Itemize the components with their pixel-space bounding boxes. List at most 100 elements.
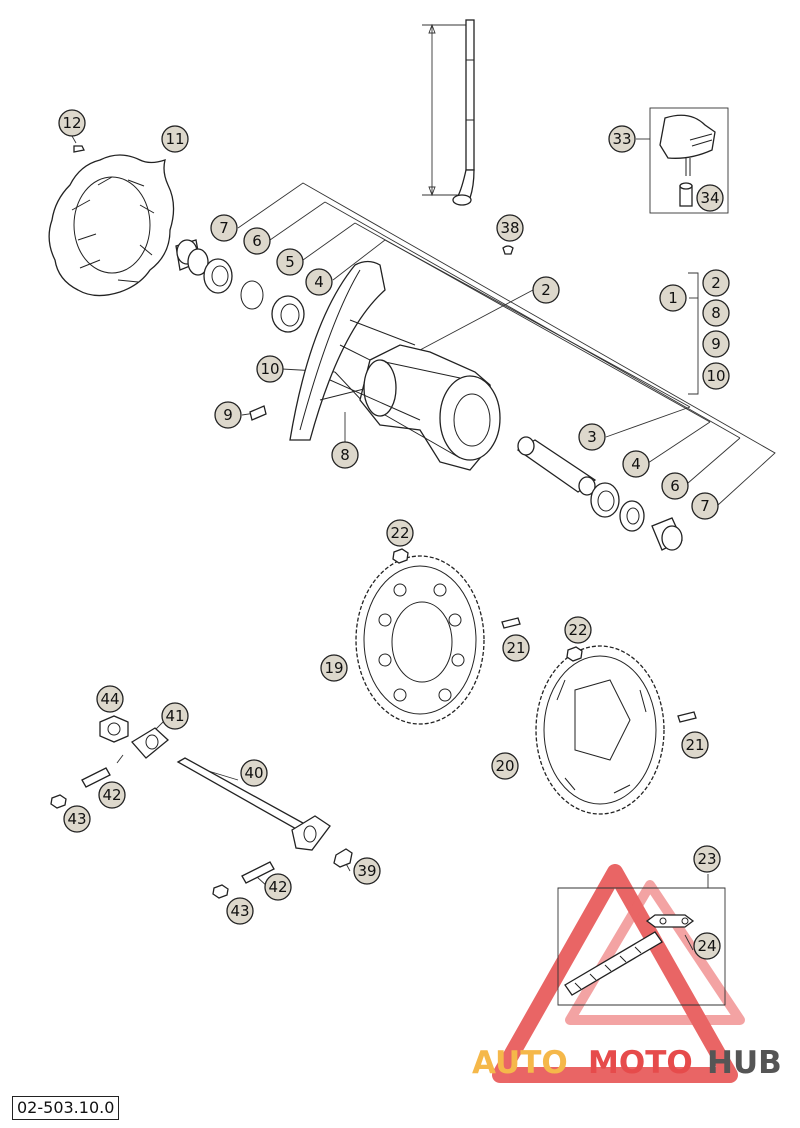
- callout-text: 8: [340, 446, 350, 464]
- nut-22a: [392, 548, 409, 564]
- callout-text: 22: [390, 524, 409, 542]
- callout-text: 19: [324, 659, 343, 677]
- spring-42b: [241, 861, 275, 884]
- callout-text: 8: [711, 304, 721, 322]
- lead-lines: [71, 23, 776, 1006]
- callout-text: 10: [260, 360, 279, 378]
- callout-text: 43: [67, 810, 86, 828]
- bolt-21a: [501, 617, 521, 629]
- callout-text: 42: [268, 878, 287, 896]
- spring-42a: [81, 767, 111, 788]
- callout-text: 5: [285, 253, 295, 271]
- axle-40: [176, 757, 331, 851]
- callout-kit-8: 8: [702, 299, 730, 327]
- brake-disc-11: [48, 154, 175, 297]
- bolt-12: [73, 145, 85, 153]
- wheel-rim-10: [289, 260, 416, 441]
- callout-text: 9: [223, 406, 233, 424]
- callout-text: 23: [697, 850, 716, 868]
- callout-text: 9: [711, 335, 721, 353]
- callout-10: 10: [256, 355, 284, 383]
- callout-44: 44: [96, 685, 124, 713]
- callout-5: 5: [276, 248, 304, 276]
- callout-42-top: 42: [98, 781, 126, 809]
- callout-text: 20: [495, 757, 514, 775]
- bolt-21b: [677, 711, 697, 723]
- callout-12: 12: [58, 109, 86, 137]
- callout-text: 38: [500, 219, 519, 237]
- callout-42-bottom: 42: [264, 873, 292, 901]
- callout-text: 1: [668, 289, 678, 307]
- callout-text: 21: [685, 736, 704, 754]
- callout-8: 8: [331, 441, 359, 469]
- master-link-24: [645, 914, 695, 928]
- callout-4-bottom: 4: [622, 450, 650, 478]
- callout-3: 3: [578, 423, 606, 451]
- callout-text: 6: [670, 477, 680, 495]
- callout-1: 1: [659, 284, 687, 312]
- callout-text: 22: [568, 621, 587, 639]
- nut-22b: [566, 646, 583, 662]
- spoke-8: [329, 379, 421, 421]
- wheel-hub-2: [359, 344, 501, 471]
- callout-22-top: 22: [386, 519, 414, 547]
- sprocket-19: [355, 555, 485, 725]
- watermark-wordmark: AUTO MOTO HUB: [472, 1045, 782, 1081]
- callout-text: 2: [711, 274, 721, 292]
- callout-22-bottom: 22: [564, 616, 592, 644]
- callout-11: 11: [161, 125, 189, 153]
- callout-text: 42: [102, 786, 121, 804]
- callout-text: 34: [700, 189, 719, 207]
- nipple-9: [249, 405, 267, 421]
- callout-9: 9: [214, 401, 242, 429]
- callout-text: 4: [314, 273, 324, 291]
- callout-text: 40: [244, 764, 263, 782]
- callout-6-bottom: 6: [661, 472, 689, 500]
- callout-19: 19: [320, 654, 348, 682]
- valve-cap-33: [659, 114, 716, 176]
- callout-43-bottom: 43: [226, 897, 254, 925]
- callout-21-bottom: 21: [681, 731, 709, 759]
- nut-43a: [50, 794, 67, 809]
- sprocket-20: [535, 645, 665, 815]
- spoke-tool: [452, 19, 475, 206]
- callout-text: 7: [700, 497, 710, 515]
- callout-text: 10: [706, 367, 725, 385]
- callout-6-top: 6: [243, 227, 271, 255]
- callout-text: 41: [165, 707, 184, 725]
- callout-39: 39: [353, 857, 381, 885]
- callout-38: 38: [496, 214, 524, 242]
- callout-text: 39: [357, 862, 376, 880]
- callout-text: 11: [165, 130, 184, 148]
- callout-7-top: 7: [210, 214, 238, 242]
- seal-6-right: [619, 500, 645, 532]
- brand-moto: MOTO: [588, 1045, 693, 1081]
- callout-text: 4: [631, 455, 641, 473]
- valve-insert-34: [679, 182, 693, 207]
- circlip-5: [240, 280, 264, 310]
- callout-text: 2: [541, 281, 551, 299]
- callout-24: 24: [693, 932, 721, 960]
- seal-6-left: [203, 258, 233, 294]
- callout-4-top: 4: [305, 268, 333, 296]
- spacer-7-left: [175, 239, 209, 276]
- spacer-39: [333, 848, 353, 868]
- callout-text: 44: [100, 690, 119, 708]
- callout-text: 6: [252, 232, 262, 250]
- callout-7-bottom: 7: [691, 492, 719, 520]
- callout-text: 24: [697, 937, 716, 955]
- callout-kit-2: 2: [702, 269, 730, 297]
- callout-2: 2: [532, 276, 560, 304]
- callout-text: 43: [230, 902, 249, 920]
- callout-text: 33: [612, 130, 631, 148]
- clip-38: [502, 245, 514, 255]
- callout-kit-10: 10: [702, 362, 730, 390]
- bearing-4-right: [590, 482, 620, 518]
- callout-23: 23: [693, 845, 721, 873]
- spacer-tube-3: [516, 436, 597, 496]
- callout-41: 41: [161, 702, 189, 730]
- callout-34: 34: [696, 184, 724, 212]
- chain-23: [564, 931, 663, 996]
- bearing-4-left: [271, 295, 305, 333]
